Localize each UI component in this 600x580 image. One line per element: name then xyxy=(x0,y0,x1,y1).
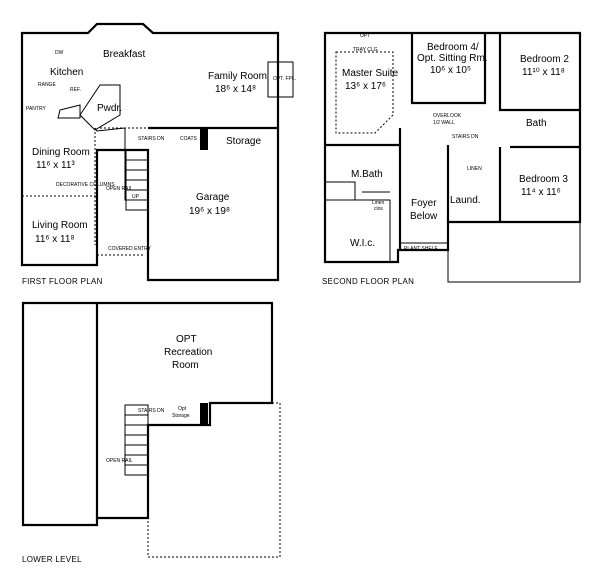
first-floor-walls xyxy=(20,22,280,282)
master-bath-walls xyxy=(325,181,391,262)
first-floor-plan: Breakfast Kitchen DW RANGE PANTRY REF. P… xyxy=(20,22,296,286)
stairs-dn-label-2: STAIRS DN xyxy=(452,134,479,140)
coats-label: COATS xyxy=(180,136,198,142)
dw-label: DW xyxy=(55,50,64,56)
decorative-columns-line xyxy=(22,127,165,245)
linen-clos-label: Linen xyxy=(372,200,384,206)
lower-level-plan: OPT Recreation Room STAIRS DN Opt Storag… xyxy=(21,301,281,564)
bedroom2-label: Bedroom 2 xyxy=(520,54,569,65)
breakfast-label: Breakfast xyxy=(103,49,145,60)
overlook-label: OVERLOOK xyxy=(433,113,462,119)
lower-stairs xyxy=(124,404,149,476)
first-floor-title: FIRST FLOOR PLAN xyxy=(22,277,103,286)
bath-label: Bath xyxy=(526,118,547,129)
linen-label: LINEN xyxy=(467,166,482,172)
garage-roof-outline xyxy=(447,222,581,283)
bedroom4-label: Bedroom 4/ xyxy=(427,42,479,53)
second-floor-plan: OPT TRAY CLG. Master Suite 13⁶ x 17⁶ Bed… xyxy=(322,31,582,286)
bedroom2-size: 11¹⁰ x 11⁸ xyxy=(522,67,565,78)
opt-label: OPT xyxy=(360,33,370,39)
garage-label: Garage xyxy=(196,192,230,203)
living-room-size: 11⁶ x 11⁸ xyxy=(35,234,75,245)
plant-shelf-label: PLANT SHELF xyxy=(404,246,438,252)
covered-entry-label: COVERED ENTRY xyxy=(108,246,152,252)
dining-room-size: 11⁶ x 11³ xyxy=(36,160,75,171)
ref-label: REF. xyxy=(70,87,81,93)
lower-open-rail-label: OPEN RAIL xyxy=(106,458,133,464)
opt-fpl-label: OPT. FPL. xyxy=(273,76,296,82)
range-label: RANGE xyxy=(38,82,56,88)
half-wall-label: 1/2 WALL xyxy=(433,120,455,126)
master-bath-label: M.Bath xyxy=(351,169,383,180)
garage-size: 19⁶ x 19⁸ xyxy=(189,206,230,217)
bedroom3-size: 11⁴ x 11⁶ xyxy=(521,187,561,198)
opt-storage-label: Opt xyxy=(178,406,187,412)
second-floor-interior-walls xyxy=(325,33,580,250)
family-room-label: Family Room xyxy=(208,71,267,82)
decorative-columns-label: DECORATIVE COLUMNS xyxy=(56,182,115,188)
powder-label: Pwdr. xyxy=(97,103,122,114)
lower-opt-label: OPT xyxy=(176,334,197,345)
fireplace xyxy=(267,61,294,98)
pantry-label: PANTRY xyxy=(26,106,46,112)
lower-stairs-dn-label: STAIRS DN xyxy=(138,408,165,414)
bedroom4-size: 10⁶ x 10⁵ xyxy=(430,65,471,76)
dining-room-label: Dining Room xyxy=(32,147,90,158)
up-label: UP xyxy=(132,194,140,200)
room-label: Room xyxy=(172,360,199,371)
foyer-below-label: Below xyxy=(410,211,438,222)
stair-walls xyxy=(94,127,148,201)
recreation-label: Recreation xyxy=(164,347,212,358)
foyer-label: Foyer xyxy=(411,198,437,209)
lower-level-title: LOWER LEVEL xyxy=(22,555,82,564)
laundry-label: Laund. xyxy=(450,195,481,206)
living-room-label: Living Room xyxy=(32,220,88,231)
master-suite-label: Master Suite xyxy=(342,68,399,79)
family-room-size: 18⁶ x 14⁸ xyxy=(215,84,256,95)
storage-label: Storage xyxy=(226,136,261,147)
wall-block-lower xyxy=(200,403,208,425)
wic-label: W.I.c. xyxy=(350,238,375,249)
bedroom4-sub-label: Opt. Sitting Rm. xyxy=(417,53,488,64)
kitchen-island xyxy=(57,104,81,119)
linen-clos-label-2: clos xyxy=(374,206,383,212)
tray-clg-label: TRAY CLG. xyxy=(353,47,379,53)
unexcavated-outline xyxy=(147,402,281,558)
wall-block xyxy=(200,128,208,150)
powder-room xyxy=(79,84,121,131)
stairs-dn-label: STAIRS DN xyxy=(138,136,165,142)
second-floor-title: SECOND FLOOR PLAN xyxy=(322,277,414,286)
kitchen-label: Kitchen xyxy=(50,67,83,78)
master-suite-size: 13⁶ x 17⁶ xyxy=(345,81,386,92)
opt-storage-label-2: Storage xyxy=(172,413,190,419)
stairs xyxy=(125,149,149,211)
open-rail-label: OPEN RAIL xyxy=(106,186,133,192)
tray-ceiling xyxy=(335,51,394,134)
bedroom3-label: Bedroom 3 xyxy=(519,174,568,185)
